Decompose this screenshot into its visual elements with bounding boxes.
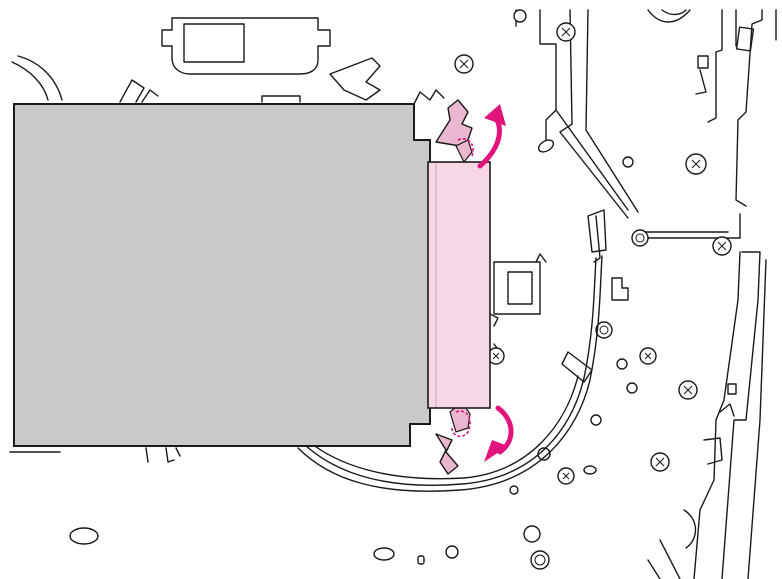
phillips-screw-icon: [454, 54, 474, 74]
phillips-screw-icon: [685, 153, 707, 175]
phillips-screw-icon: [639, 347, 657, 365]
phillips-screw-icon: [678, 380, 698, 400]
phillips-screw-icon: [556, 22, 576, 42]
phillips-screw-icon: [487, 347, 505, 365]
phillips-screw-icon: [530, 550, 550, 570]
dimm-lower-latch: [435, 401, 471, 475]
curved-arrow-icon: [484, 405, 514, 462]
phillips-screw-icon: [650, 452, 670, 472]
printer-chassis: [9, 9, 777, 579]
phillips-screw-icon: [595, 321, 613, 339]
screws: [69, 22, 732, 570]
formatter-board: [13, 103, 431, 447]
phillips-screw-icon: [712, 236, 732, 256]
dimm-module: [427, 161, 491, 409]
dimm-upper-latch: [435, 99, 474, 164]
curved-arrow-icon: [477, 104, 506, 169]
wire-harness: [297, 255, 603, 492]
phillips-screw-icon: [557, 467, 575, 485]
